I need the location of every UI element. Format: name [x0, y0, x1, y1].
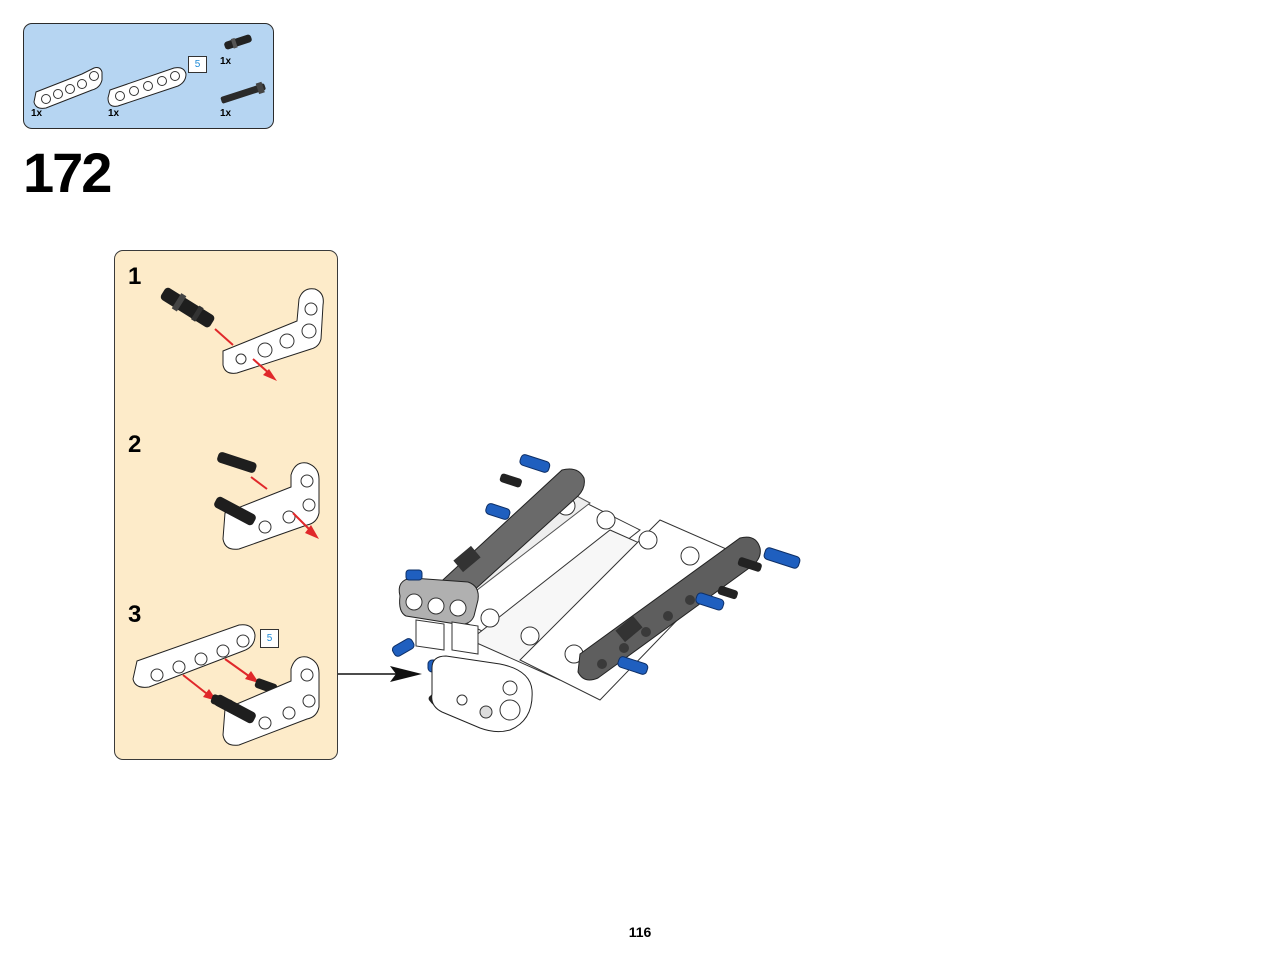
parts-illustrations [33, 34, 266, 109]
substep-3-illustration [132, 624, 320, 746]
substep-3-length-badge: 5 [260, 629, 279, 648]
liftarm-5-part [107, 67, 187, 107]
length-badge: 5 [188, 56, 207, 73]
subassembly-illustrations [132, 287, 324, 746]
substep-2-illustration [214, 452, 320, 550]
l-liftarm-part [33, 67, 103, 109]
substep-3-number: 3 [128, 601, 142, 628]
gray-beam-left [431, 468, 585, 613]
substep-1-illustration [160, 287, 324, 381]
qty-axle: 1x [220, 108, 232, 119]
placement-arrow [338, 666, 422, 682]
gray-beam-3 [398, 577, 479, 625]
front-l-liftarm [431, 655, 533, 733]
axle-part [220, 81, 266, 104]
qty-axle-pin: 1x [220, 56, 232, 67]
gray-beam-right [577, 536, 761, 681]
axle-pin-part [224, 34, 252, 50]
parts-list-panel: 1x 1x 1x 1x 5 [23, 23, 274, 129]
subassembly-panel: 1 2 3 5 [114, 250, 338, 760]
qty-l-liftarm: 1x [31, 108, 43, 119]
qty-liftarm-5: 1x [108, 108, 120, 119]
substep-1-number: 1 [128, 263, 142, 290]
page-number: 116 [628, 924, 652, 940]
connector-details [415, 545, 643, 655]
step-number: 172 [23, 141, 112, 204]
substep-2-number: 2 [128, 431, 142, 458]
